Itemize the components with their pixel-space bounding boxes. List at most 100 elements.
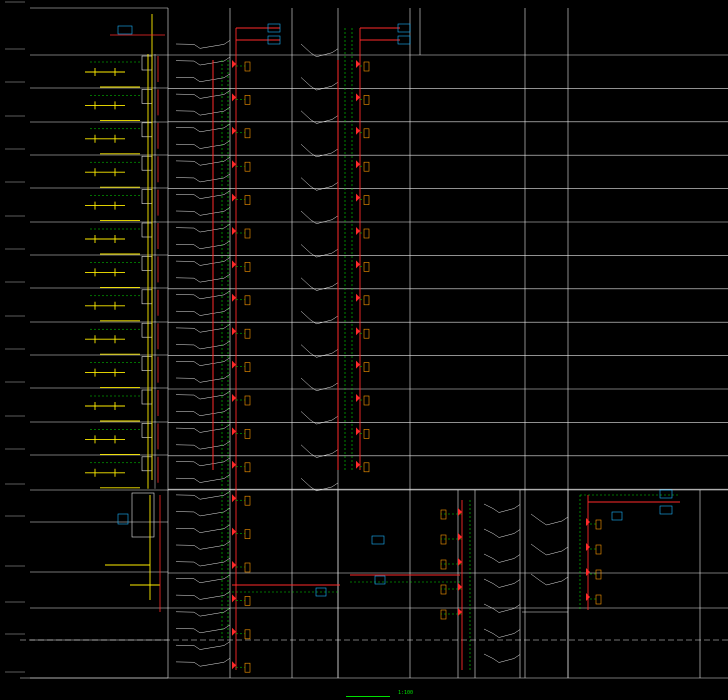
device-box: [244, 262, 251, 272]
stair-line: [175, 93, 201, 99]
device-box: [363, 228, 370, 239]
stair-line: [199, 257, 231, 266]
device-box: [244, 562, 251, 573]
stair-line: [199, 90, 231, 99]
device-box: [363, 362, 370, 372]
stair-line: [199, 357, 231, 366]
arrow-mark: [232, 93, 236, 102]
stair-line: [199, 641, 231, 650]
arrow-mark: [232, 594, 236, 603]
drawing-scale: 1:100: [398, 690, 414, 696]
device-box: [363, 328, 370, 339]
arrow-mark: [232, 126, 236, 135]
stair-line: [175, 227, 201, 233]
stair-line: [199, 307, 231, 316]
stair-line: [316, 449, 339, 458]
arrow-mark: [356, 60, 360, 68]
stair-line: [175, 110, 201, 116]
stair-line: [300, 311, 317, 325]
stair-line: [199, 240, 231, 249]
stair-line: [199, 390, 231, 400]
panel-box: [141, 356, 153, 371]
panel-box: [141, 122, 153, 138]
device-box: [397, 35, 411, 45]
stair-line: [316, 315, 339, 325]
arrow-mark: [356, 160, 360, 169]
stair-line: [300, 43, 317, 57]
device-box: [117, 25, 133, 35]
device-box: [363, 95, 370, 105]
stair-line: [483, 553, 500, 563]
stair-line: [175, 528, 201, 533]
stair-line: [498, 504, 521, 513]
device-box: [397, 23, 411, 33]
title-underline: [346, 696, 390, 697]
panel-box: [141, 155, 153, 171]
stair-line: [199, 173, 231, 183]
device-box: [244, 395, 251, 406]
stair-line: [300, 411, 317, 425]
stair-line: [300, 144, 317, 158]
device-box: [267, 23, 281, 33]
stair-line: [175, 661, 201, 667]
stair-line: [199, 374, 231, 383]
device-box: [244, 629, 251, 640]
device-box: [244, 295, 251, 306]
stair-line: [546, 576, 569, 586]
arrow-mark: [458, 583, 462, 591]
stair-line: [199, 624, 231, 634]
device-box: [440, 509, 447, 520]
stair-line: [175, 477, 201, 483]
stair-line: [316, 215, 339, 224]
device-box: [244, 195, 251, 205]
stair-line: [199, 491, 231, 500]
device-box: [244, 495, 251, 506]
device-box: [244, 128, 251, 139]
device-box: [363, 429, 370, 439]
stair-line: [199, 658, 231, 667]
stair-line: [316, 48, 339, 57]
arrow-mark: [232, 394, 236, 402]
arrow-mark: [232, 627, 236, 636]
arrow-mark: [232, 227, 236, 235]
stair-line: [175, 611, 201, 617]
arrow-mark: [232, 193, 236, 202]
stair-line: [199, 607, 231, 617]
arrow-mark: [458, 608, 462, 616]
device-box: [440, 559, 447, 570]
stair-line: [546, 516, 569, 526]
stair-line: [498, 604, 521, 613]
device-box: [440, 534, 447, 545]
arrow-mark: [232, 327, 236, 336]
stair-line: [199, 507, 231, 517]
device-box: [244, 95, 251, 105]
stair-line: [316, 81, 339, 91]
arrow-mark: [356, 227, 360, 235]
arrow-mark: [458, 558, 462, 566]
stair-line: [530, 543, 547, 556]
stair-line: [175, 210, 201, 216]
stair-line: [175, 361, 201, 366]
arrow-mark: [356, 93, 360, 102]
stair-line: [199, 340, 231, 350]
stair-line: [175, 644, 201, 650]
arrow-mark: [356, 126, 360, 135]
arrow-mark: [232, 160, 236, 169]
stair-line: [175, 194, 201, 199]
stair-line: [483, 578, 500, 588]
stair-line: [199, 273, 231, 283]
stair-line: [175, 578, 201, 583]
stair-line: [199, 140, 231, 149]
stair-line: [498, 579, 521, 588]
stair-line: [199, 157, 231, 166]
arrow-mark: [232, 60, 236, 68]
panel-box: [141, 89, 153, 104]
device-box: [363, 61, 370, 72]
device-box: [595, 569, 602, 580]
panel-box: [141, 256, 153, 271]
device-box: [363, 161, 370, 172]
stair-line: [175, 260, 201, 266]
device-box: [244, 61, 251, 72]
